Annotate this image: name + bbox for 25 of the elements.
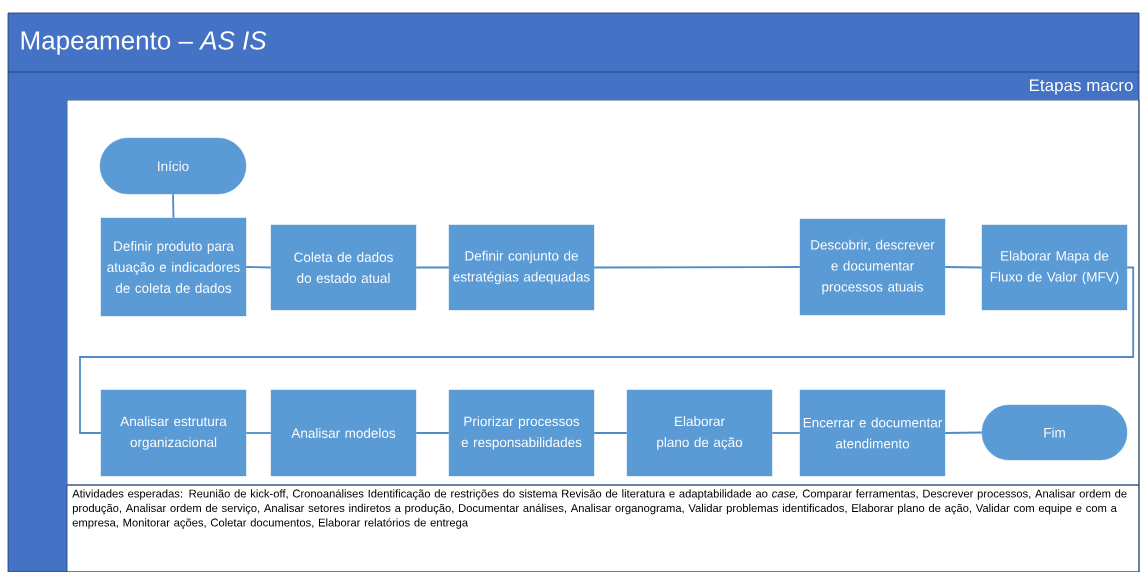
process-box: Descobrir, descrever e documentar processos atuais (799, 218, 946, 316)
process-box: Encerrar e documentar atendimento (799, 389, 946, 477)
title-bar: Mapeamento – AS IS (8, 13, 1139, 72)
connector-line (593, 432, 628, 434)
connector-line (415, 266, 450, 269)
connector-line (79, 266, 1135, 434)
process-box: Definir conjunto de estratégias adequadas (448, 224, 595, 311)
connector-line (593, 266, 801, 269)
process-box: Elaborar plano de ação (626, 389, 773, 477)
process-box: Elaborar Mapa de Fluxo de Valor (MFV) (981, 224, 1128, 311)
process-box: Coleta de dados do estado atual (270, 224, 417, 311)
terminal-pill: Início (99, 137, 247, 195)
connector-line (415, 432, 450, 434)
connector-line (944, 431, 983, 434)
connector-line (245, 266, 272, 269)
connector-line (172, 193, 175, 219)
process-box: Analisar modelos (270, 389, 417, 477)
connector-line (245, 432, 272, 434)
terminal-pill: Fim (981, 404, 1128, 461)
process-box: Analisar estrutura organizacional (100, 389, 247, 477)
process-box: Definir produto para atuação e indicadores de coleta de dados (100, 217, 247, 317)
process-box: Priorizar processos e responsabilidades (448, 389, 595, 477)
notes-box: Atividades esperadas: Reunião de kick-off, Cronoanálises Identificação de restrições do sistema Revisão de literatura e adaptabilidade ao case, Comparar ferramentas, Descrever processos, Analisar ordem de produção, Analisar ordem de serviço, Analisar setores indiretos a produção, Documentar análises, Analisar organograma, Validar problemas identificados, Elaborar plano de ação, Validar com equipe e com a empresa, Monitorar ações, Coletar documentos, Elaborar relatórios de entrega (66, 484, 1140, 572)
connector-line (771, 432, 801, 434)
connector-line (944, 266, 983, 269)
